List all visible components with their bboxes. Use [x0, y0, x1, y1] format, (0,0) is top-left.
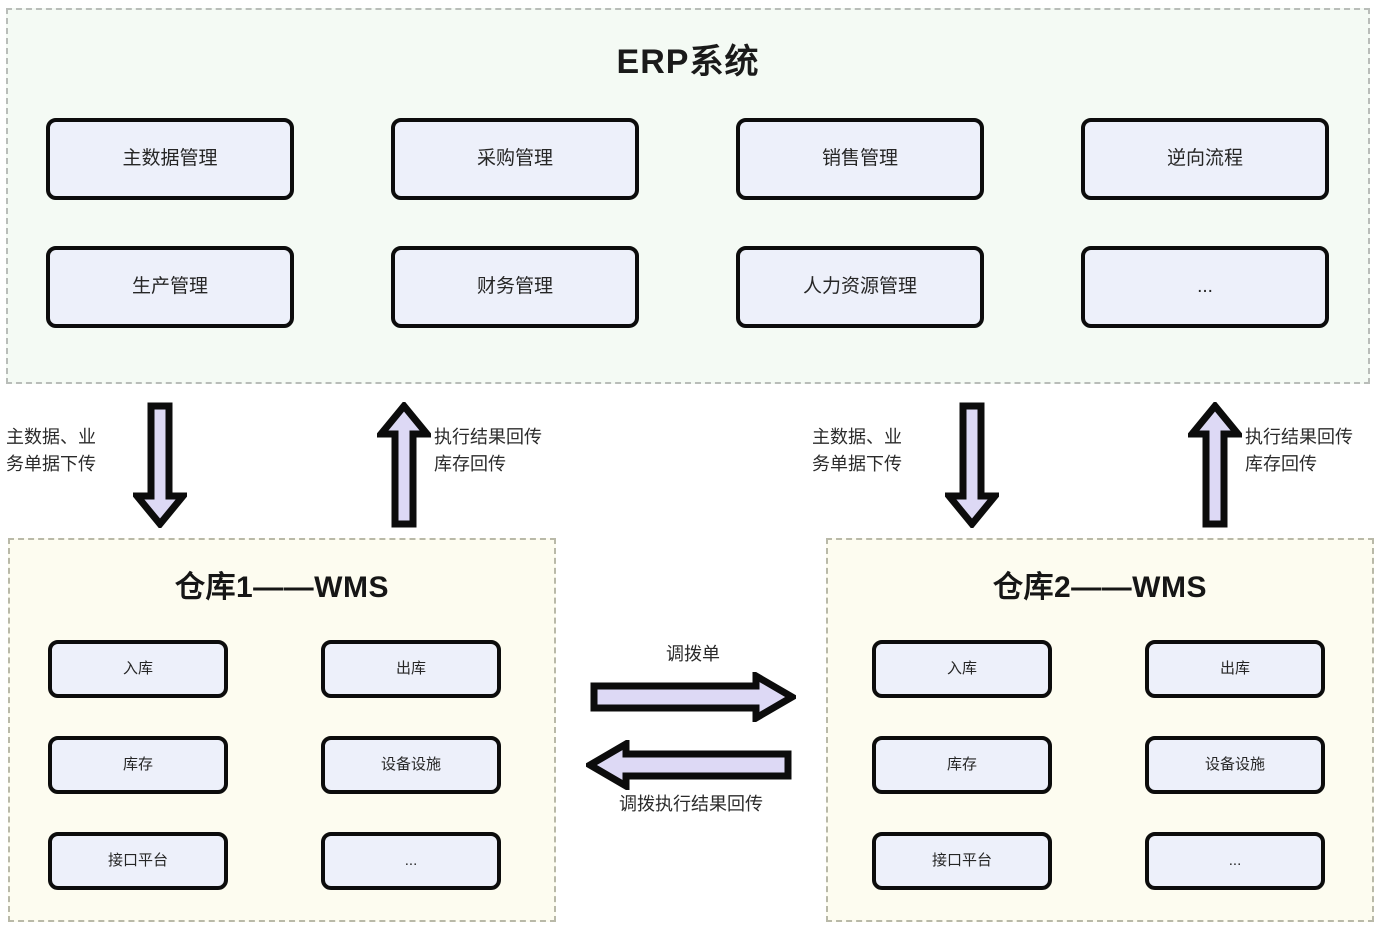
arrow-down-icon [945, 402, 999, 528]
erp-module-label: 采购管理 [476, 147, 553, 169]
wms2-module-more[interactable]: ... [1145, 832, 1325, 890]
erp-module-sales[interactable]: 销售管理 [736, 118, 984, 200]
transfer-label-backward: 调拨执行结果回传 [619, 794, 763, 814]
arrow-left-icon [586, 740, 792, 790]
wms1-module-more[interactable]: ... [321, 832, 501, 890]
wms-module-label: ... [404, 852, 418, 869]
wms-module-label: 入库 [122, 660, 153, 677]
erp-module-label: 生产管理 [131, 275, 208, 297]
warehouse-1-title: 仓库1——WMS [175, 571, 389, 604]
wms2-module-interface-platform[interactable]: 接口平台 [872, 832, 1052, 890]
wms-module-label: 接口平台 [931, 852, 992, 869]
wms-module-label: 入库 [946, 660, 977, 677]
wms-module-label: 库存 [122, 756, 153, 773]
flow-label-right-uplink: 执行结果回传 库存回传 [1245, 427, 1353, 474]
erp-module-label: 主数据管理 [122, 147, 218, 169]
erp-module-label: 人力资源管理 [802, 275, 917, 297]
wms-module-label: 库存 [946, 756, 977, 773]
flow-label-left-downlink: 主数据、业 务单据下传 [6, 427, 96, 474]
wms2-module-inbound[interactable]: 入库 [872, 640, 1052, 698]
flow-label-right-downlink: 主数据、业 务单据下传 [812, 427, 902, 474]
flow-label-left-uplink: 执行结果回传 库存回传 [434, 427, 542, 474]
arrow-up-icon [377, 402, 431, 528]
erp-system-title: ERP系统 [616, 43, 760, 81]
wms-module-label: ... [1228, 852, 1242, 869]
erp-module-label: 逆向流程 [1166, 147, 1243, 169]
erp-module-reverse-flow[interactable]: 逆向流程 [1081, 118, 1329, 200]
wms2-module-equipment[interactable]: 设备设施 [1145, 736, 1325, 794]
erp-module-production[interactable]: 生产管理 [46, 246, 294, 328]
erp-module-master-data[interactable]: 主数据管理 [46, 118, 294, 200]
transfer-label-forward: 调拨单 [666, 644, 720, 664]
erp-module-more[interactable]: ... [1081, 246, 1329, 328]
warehouse-2-title: 仓库2——WMS [993, 571, 1207, 604]
wms2-module-inventory[interactable]: 库存 [872, 736, 1052, 794]
wms-module-label: 接口平台 [107, 852, 168, 869]
wms-module-label: 出库 [1219, 660, 1250, 677]
wms1-module-outbound[interactable]: 出库 [321, 640, 501, 698]
erp-module-finance[interactable]: 财务管理 [391, 246, 639, 328]
wms-module-label: 设备设施 [380, 756, 441, 773]
erp-module-human-resources[interactable]: 人力资源管理 [736, 246, 984, 328]
erp-module-label: 销售管理 [821, 147, 898, 169]
wms1-module-equipment[interactable]: 设备设施 [321, 736, 501, 794]
wms1-module-inbound[interactable]: 入库 [48, 640, 228, 698]
erp-module-label: ... [1197, 275, 1213, 297]
wms-module-label: 出库 [395, 660, 426, 677]
wms1-module-inventory[interactable]: 库存 [48, 736, 228, 794]
arrow-up-icon [1188, 402, 1242, 528]
wms1-module-interface-platform[interactable]: 接口平台 [48, 832, 228, 890]
wms-module-label: 设备设施 [1204, 756, 1265, 773]
arrow-right-icon [590, 672, 796, 722]
erp-module-purchasing[interactable]: 采购管理 [391, 118, 639, 200]
erp-module-label: 财务管理 [476, 275, 553, 297]
wms2-module-outbound[interactable]: 出库 [1145, 640, 1325, 698]
arrow-down-icon [133, 402, 187, 528]
